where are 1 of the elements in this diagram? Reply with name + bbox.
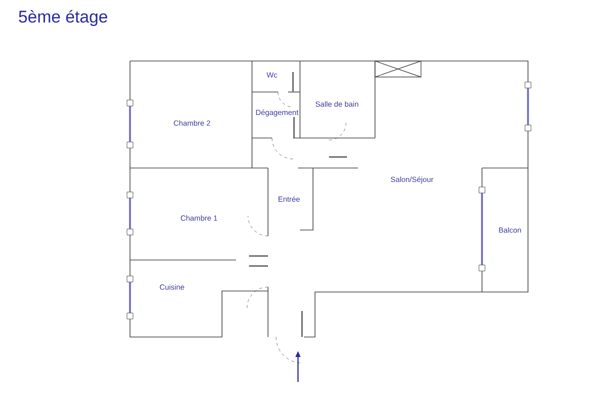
- title: 5ème étage: [18, 10, 108, 26]
